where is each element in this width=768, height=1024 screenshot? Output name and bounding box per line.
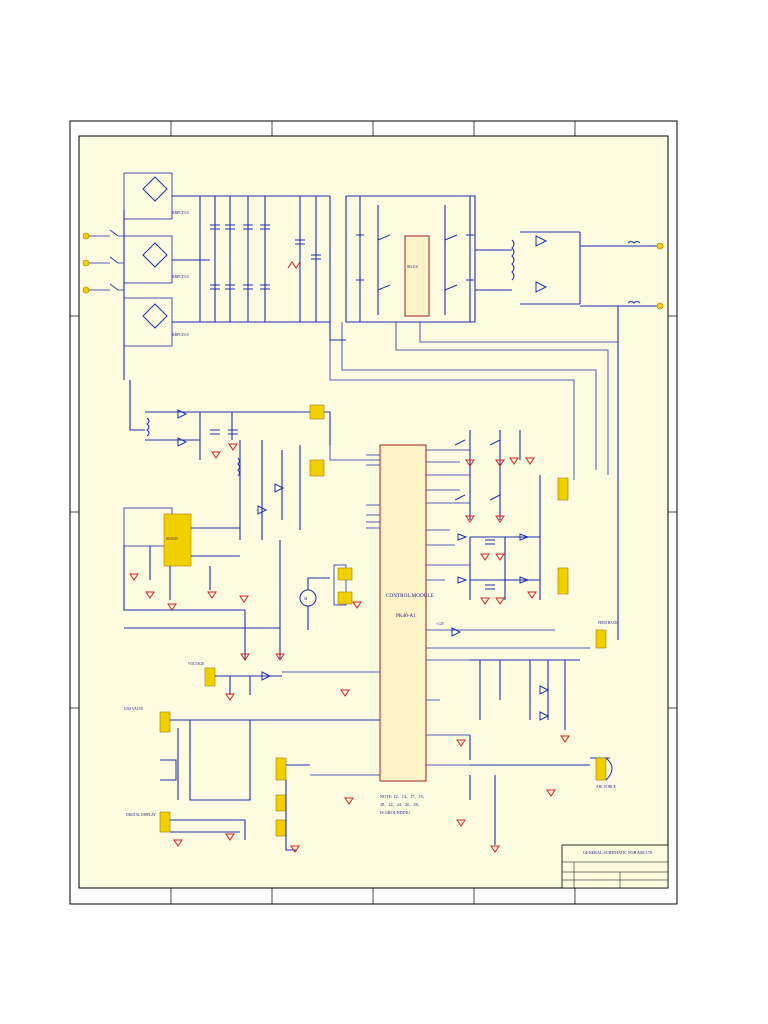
control-module-name: CONTROL MODULE [386, 593, 434, 599]
feedback-wires [329, 322, 618, 480]
title-block: GENERAL SCHEMATIC FOR ARC170 [561, 844, 669, 889]
note-line-2: 20、22、24、26、28、 [380, 802, 422, 807]
bridge-label-c: KBPC3510 [172, 333, 189, 337]
pwm-block: SG3525 [123, 507, 285, 661]
motor-section: M [299, 564, 362, 630]
note-line-1: NOTE: 12、14、17、19、 [380, 794, 427, 799]
right-drivers: FEED BACK +12V [436, 430, 618, 649]
input-rectifiers: KBPC3510 KBPC3510 KBPC3510 [82, 172, 280, 380]
pwm-ic-label: SG3525 [166, 537, 178, 541]
arc-force-label: ARC FORCE [596, 785, 617, 789]
svg-text:M: M [304, 597, 308, 601]
zone-ticks [70, 121, 677, 904]
lower-left-section: VOLTAGE GAS VALVE DIGITAL DISPLAY [124, 662, 380, 853]
arc-force-section: ARC FORCE [456, 659, 617, 853]
feedback-label: FEED BACK [598, 621, 618, 625]
plus12v-label: +12V [436, 622, 445, 626]
digital-display-label: DIGITAL DISPLAY [126, 813, 156, 817]
voltage-label: VOLTAGE [188, 662, 205, 666]
bridge-label-a: KBPC3510 [172, 211, 189, 215]
note-block: NOTE: 12、14、17、19、 20、22、24、26、28、 IS GR… [380, 794, 427, 815]
control-module: CONTROL MODULE PK40-A1 [282, 444, 590, 782]
svg-text:IR2110: IR2110 [407, 265, 418, 269]
gas-valve-label: GAS VALVE [124, 707, 144, 711]
bridge-label-b: KBPC3510 [172, 275, 189, 279]
inner-frame [78, 135, 669, 889]
aux-supply [129, 380, 331, 540]
control-module-part: PK40-A1 [396, 613, 416, 619]
note-line-3: IS GROUNDING [380, 810, 410, 815]
title-text: GENERAL SCHEMATIC FOR ARC170 [583, 850, 652, 855]
dc-bus [199, 195, 330, 323]
